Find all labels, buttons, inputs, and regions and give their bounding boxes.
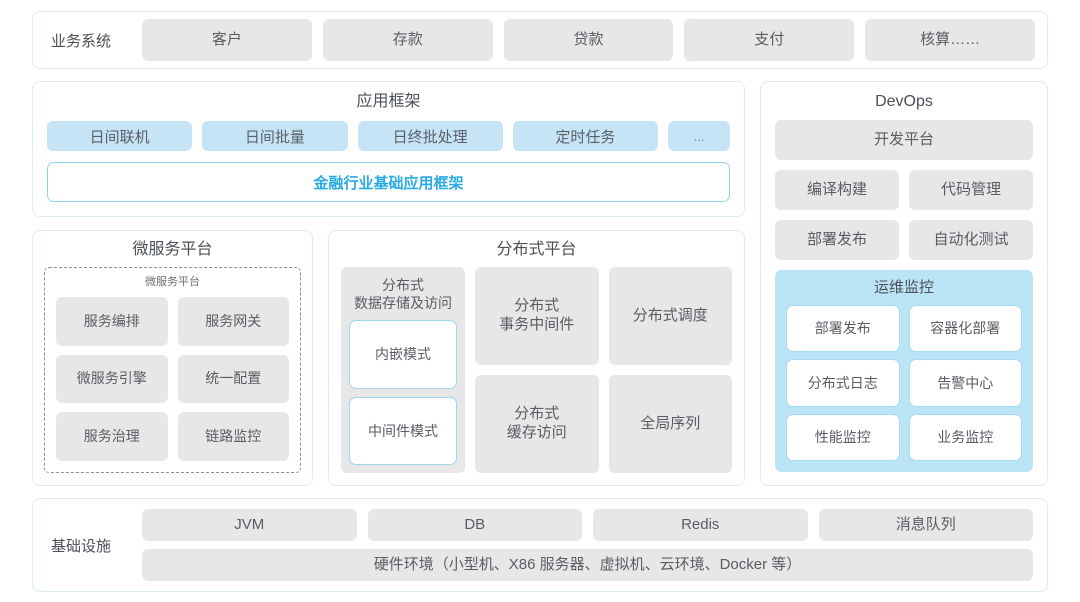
ops-monitor-item[interactable]: 容器化部署 [908,304,1022,352]
distributed-platform-body: 分布式 数据存储及访问 内嵌模式 中间件模式 分布式 事务中间件 [341,267,732,473]
application-framework-title: 应用框架 [356,93,421,110]
ops-monitor-grid: 部署发布 容器化部署 分布式日志 告警中心 性能监控 业务监控 [786,304,1022,461]
distributed-storage-caption-line1: 分布式 [382,277,424,293]
app-framework-tag[interactable]: 日间批量 [202,121,348,151]
distributed-platform-cell[interactable]: 分布式 缓存访问 [475,375,599,473]
business-system-item[interactable]: 核算…… [865,19,1035,61]
cell-line1: 分布式 [514,405,560,423]
cell-line2: 缓存访问 [506,424,567,441]
ops-monitor-box: 运维监控 部署发布 容器化部署 分布式日志 告警中心 性能监控 业务监控 [775,270,1033,472]
platforms-row: 微服务平台 微服务平台 服务编排 服务网关 微服务引擎 统一配置 服务治理 链路… [32,230,745,486]
ops-monitor-item[interactable]: 告警中心 [908,359,1022,407]
microservice-platform-title: 微服务平台 [132,241,213,258]
distributed-platform-cell[interactable]: 全局序列 [608,375,732,473]
microservice-item[interactable]: 统一配置 [177,354,289,404]
devops-item[interactable]: 部署发布 [775,220,899,260]
infrastructure-items: JVM DB Redis 消息队列 [142,509,1033,541]
microservice-platform-inner-box: 微服务平台 服务编排 服务网关 微服务引擎 统一配置 服务治理 链路监控 [44,267,301,473]
microservice-platform-grid: 服务编排 服务网关 微服务引擎 统一配置 服务治理 链路监控 [56,297,289,461]
business-systems-label: 业务系统 [51,32,112,50]
hardware-environment-tile[interactable]: 硬件环境（小型机、X86 服务器、虚拟机、云环境、Docker 等） [142,549,1033,581]
business-system-item[interactable]: 客户 [142,19,312,61]
microservice-platform-panel: 微服务平台 微服务平台 服务编排 服务网关 微服务引擎 统一配置 服务治理 链路… [32,230,313,486]
microservice-platform-sublabel: 微服务平台 [145,276,200,288]
cell-line1: 全局序列 [640,414,701,432]
distributed-platform-grid: 分布式 事务中间件 分布式调度 分布 [475,267,732,473]
ops-monitor-item[interactable]: 性能监控 [786,413,900,461]
app-framework-tag[interactable]: 日终批处理 [357,121,503,151]
distributed-storage-caption: 分布式 数据存储及访问 [349,275,457,312]
infrastructure-item[interactable]: 消息队列 [818,509,1033,541]
devops-item[interactable]: 自动化测试 [909,220,1033,260]
distributed-platform-title: 分布式平台 [496,241,577,258]
business-system-item[interactable]: 支付 [684,19,855,61]
distributed-storage-caption-line2: 数据存储及访问 [354,294,452,311]
ops-monitor-title: 运维监控 [873,279,934,296]
infrastructure-item[interactable]: Redis [593,509,808,541]
business-system-item[interactable]: 存款 [322,19,493,61]
business-systems-panel: 业务系统 客户 存款 贷款 支付 核算…… [32,11,1048,69]
financial-base-framework-bar[interactable]: 金融行业基础应用框架 [47,162,730,202]
infrastructure-content: JVM DB Redis 消息队列 硬件环境（小型机、X86 服务器、虚拟机、云… [142,509,1033,581]
ops-monitor-item[interactable]: 业务监控 [908,413,1022,461]
devops-title: DevOps [875,93,933,110]
ops-monitor-item[interactable]: 分布式日志 [786,359,900,407]
distributed-platform-panel: 分布式平台 分布式 数据存储及访问 内嵌模式 中间件模式 [328,230,745,486]
cell-line1: 分布式调度 [632,306,708,324]
devops-item[interactable]: 编译构建 [775,170,899,210]
devops-grid: 编译构建 代码管理 部署发布 自动化测试 [775,170,1033,260]
microservice-item[interactable]: 服务治理 [56,412,168,461]
distributed-storage-mode[interactable]: 中间件模式 [349,396,457,465]
microservice-item[interactable]: 服务网关 [177,297,289,346]
infrastructure-panel: 基础设施 JVM DB Redis 消息队列 硬件环境（小型机、X86 服务器、… [32,498,1048,592]
devops-panel: DevOps 开发平台 编译构建 代码管理 部署发布 自动化测试 运维监控 部署… [760,81,1048,486]
ops-monitor-item[interactable]: 部署发布 [786,304,900,352]
distributed-storage-card[interactable]: 分布式 数据存储及访问 内嵌模式 中间件模式 [341,267,465,473]
microservice-item[interactable]: 服务编排 [56,297,168,346]
devops-platform-tile[interactable]: 开发平台 [775,120,1033,160]
middle-area: 应用框架 日间联机 日间批量 日终批处理 定时任务 ... 金融行业基础应用框架… [32,81,1048,486]
distributed-platform-cell[interactable]: 分布式 事务中间件 [475,267,599,365]
infrastructure-item[interactable]: JVM [142,509,357,541]
microservice-item[interactable]: 链路监控 [177,412,289,461]
business-system-item[interactable]: 贷款 [503,19,674,61]
app-framework-tag-more[interactable]: ... [668,121,730,151]
app-framework-tag[interactable]: 日间联机 [47,121,193,151]
microservice-item[interactable]: 微服务引擎 [56,354,168,404]
devops-column: DevOps 开发平台 编译构建 代码管理 部署发布 自动化测试 运维监控 部署… [760,81,1048,486]
cell-line1: 分布式 [514,297,560,315]
cell-line2: 事务中间件 [499,316,575,333]
infrastructure-label: 基础设施 [51,537,112,555]
devops-item[interactable]: 代码管理 [909,170,1033,210]
application-framework-tags: 日间联机 日间批量 日终批处理 定时任务 ... [47,121,730,151]
application-framework-panel: 应用框架 日间联机 日间批量 日终批处理 定时任务 ... 金融行业基础应用框架 [32,81,745,217]
infrastructure-item[interactable]: DB [367,509,582,541]
distributed-platform-cell[interactable]: 分布式调度 [608,267,732,365]
distributed-storage-mode[interactable]: 内嵌模式 [349,320,457,389]
app-framework-tag[interactable]: 定时任务 [512,121,658,151]
middle-left-column: 应用框架 日间联机 日间批量 日终批处理 定时任务 ... 金融行业基础应用框架… [32,81,745,486]
